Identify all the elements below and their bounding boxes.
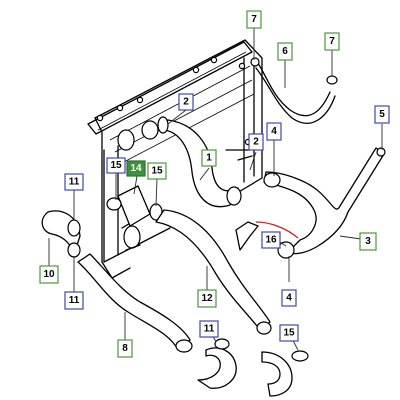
top-hose [157, 116, 253, 208]
callout-8-box [117, 339, 133, 358]
callout-6-label: 6 [282, 46, 288, 57]
callout-7-left[interactable]: 7 [246, 10, 262, 29]
callout-3-label: 3 [365, 236, 371, 247]
callout-10[interactable]: 10 [39, 265, 59, 284]
bleed-pipe [255, 221, 299, 239]
callout-6[interactable]: 6 [277, 42, 293, 61]
callout-7-left-label: 7 [251, 14, 257, 25]
callout-7-right-box [324, 32, 340, 51]
left-hose-10 [41, 210, 81, 258]
callout-5[interactable]: 5 [374, 105, 390, 124]
callout-2-top-label: 2 [183, 97, 189, 108]
callout-11-top-box [64, 173, 84, 191]
leader-lines [48, 28, 383, 351]
callout-2-top-box [178, 93, 194, 111]
callout-11-bottom-left-label: 11 [69, 295, 80, 306]
callout-11-bottom-box [199, 320, 219, 338]
callout-8-label: 8 [122, 343, 128, 354]
callout-14-label: 14 [130, 163, 142, 174]
elbow-right [261, 350, 309, 397]
callout-15-mid-label: 15 [151, 166, 163, 177]
right-long-hose [235, 147, 386, 259]
callout-4-top[interactable]: 4 [266, 122, 282, 141]
callout-6-box [277, 42, 293, 61]
callout-15-left-label: 15 [110, 160, 122, 171]
breather-hose [250, 57, 338, 124]
lower-hose-8 [77, 253, 193, 353]
callout-7-left-box [246, 10, 262, 29]
callout-1[interactable]: 1 [201, 149, 217, 167]
callout-7-right[interactable]: 7 [324, 32, 340, 51]
callout-12-box [197, 289, 217, 308]
callout-11-bottom-left-box [64, 291, 84, 310]
callout-15-left-box [106, 157, 126, 174]
callout-1-box [201, 149, 217, 167]
long-hose-12 [155, 209, 272, 335]
callout-4-bottom-label: 4 [286, 293, 292, 304]
callout-12-label: 12 [201, 293, 213, 304]
callout-11-top-label: 11 [69, 177, 80, 188]
callout-11-top[interactable]: 11 [64, 173, 84, 191]
callout-15-bottom[interactable]: 15 [279, 324, 299, 342]
callout-1-label: 1 [206, 153, 212, 164]
callout-15-left[interactable]: 15 [106, 157, 126, 174]
callout-15-mid-box [147, 162, 167, 180]
callout-14[interactable]: 14 [126, 160, 146, 177]
callout-15-bottom-box [279, 324, 299, 342]
callout-3-box [359, 232, 377, 251]
callout-8[interactable]: 8 [117, 339, 133, 358]
callout-2-right-box [248, 133, 264, 151]
callouts: 1 2 2 3 4 4 5 6 7 7 8 10 11 11 11 12 14 … [39, 10, 390, 358]
elbow-left [197, 338, 237, 389]
callout-5-box [374, 105, 390, 124]
callout-4-top-box [266, 122, 282, 141]
callout-3[interactable]: 3 [359, 232, 377, 251]
callout-2-right-label: 2 [253, 137, 259, 148]
callout-5-label: 5 [379, 109, 385, 120]
callout-12[interactable]: 12 [197, 289, 217, 308]
callout-4-bottom-box [281, 289, 297, 307]
callout-10-box [39, 265, 59, 284]
callout-15-mid[interactable]: 15 [147, 162, 167, 180]
callout-2-top[interactable]: 2 [178, 93, 194, 111]
callout-11-bottom-left[interactable]: 11 [64, 291, 84, 310]
callout-16[interactable]: 16 [261, 231, 281, 249]
callout-2-right[interactable]: 2 [248, 133, 264, 151]
callout-11-bottom-label: 11 [204, 324, 215, 335]
callout-10-label: 10 [43, 269, 55, 280]
callout-15-bottom-label: 15 [283, 328, 295, 339]
callout-16-box [261, 231, 281, 249]
callout-7-right-label: 7 [329, 36, 335, 47]
callout-16-label: 16 [265, 235, 277, 246]
callout-4-top-label: 4 [271, 126, 277, 137]
callout-14-box [126, 160, 146, 177]
callout-4-bottom[interactable]: 4 [281, 289, 297, 307]
callout-11-bottom[interactable]: 11 [199, 320, 219, 338]
